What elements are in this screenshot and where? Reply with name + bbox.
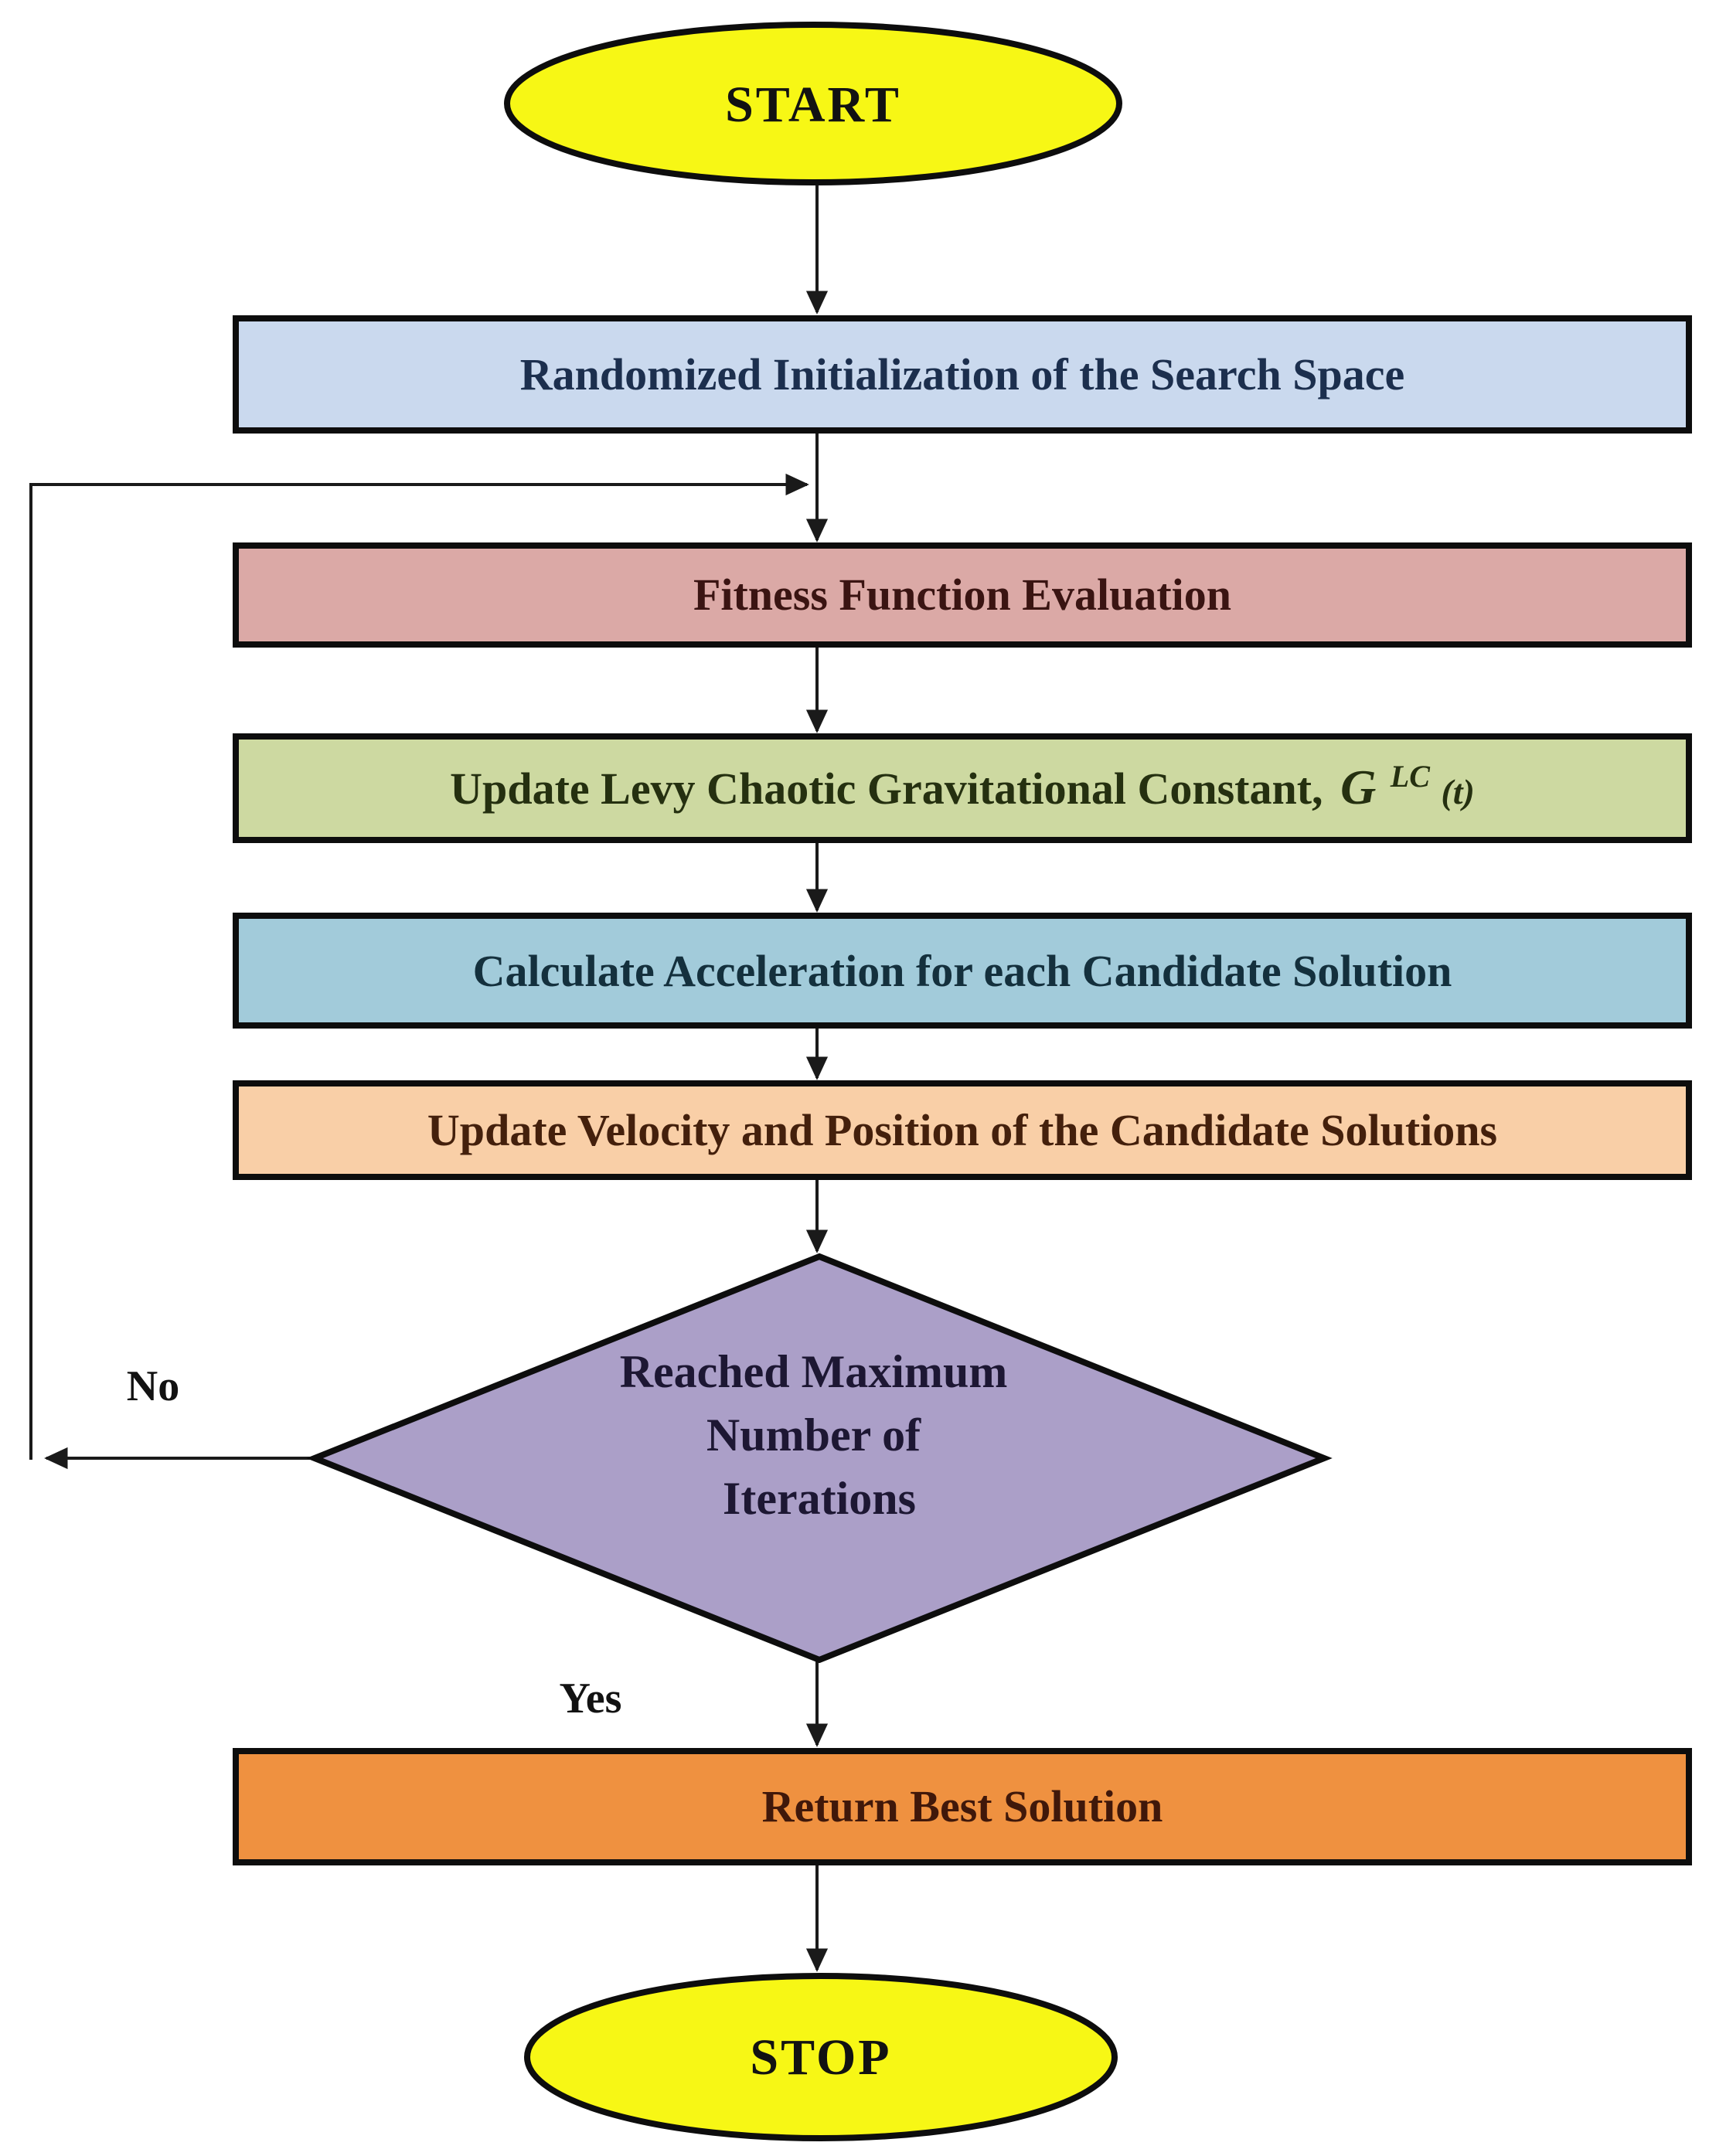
- gravitational-constant-symbol: G: [1340, 760, 1376, 814]
- start-terminator: [504, 22, 1122, 185]
- decision-line-3: Iterations: [723, 1473, 916, 1524]
- process-acceleration: [233, 913, 1692, 1029]
- update-constant-prefix: Update Levy Chaotic Gravitational Consta…: [450, 763, 1334, 814]
- decision-line-2: Number of: [706, 1410, 921, 1461]
- no-label: No: [127, 1362, 179, 1410]
- constant-superscript: LC: [1390, 759, 1431, 794]
- process-init: [233, 315, 1692, 434]
- constant-suffix: (t): [1441, 772, 1474, 811]
- decision-label: Reached Maximum Number of Iterations: [620, 1346, 1020, 1524]
- process-velocity: [233, 1080, 1692, 1180]
- yes-label: Yes: [560, 1675, 622, 1722]
- velocity-label: Update Velocity and Position of the Cand…: [427, 1105, 1497, 1155]
- process-update-constant: [233, 733, 1692, 843]
- update-constant-label: Update Levy Chaotic Gravitational Consta…: [450, 746, 1475, 814]
- process-return: [233, 1748, 1692, 1865]
- decision-line-1: Reached Maximum: [620, 1346, 1008, 1397]
- return-label: Return Best Solution: [762, 1781, 1163, 1831]
- fitness-label: Fitness Function Evaluation: [693, 570, 1231, 620]
- acceleration-label: Calculate Acceleration for each Candidat…: [473, 946, 1452, 996]
- stop-terminator: [524, 1973, 1118, 2141]
- decision-diamond: [306, 1253, 1333, 1664]
- stop-label: STOP: [750, 2029, 891, 2086]
- init-label: Randomized Initialization of the Search …: [520, 349, 1404, 400]
- start-label: START: [725, 77, 901, 133]
- process-fitness: [233, 542, 1692, 648]
